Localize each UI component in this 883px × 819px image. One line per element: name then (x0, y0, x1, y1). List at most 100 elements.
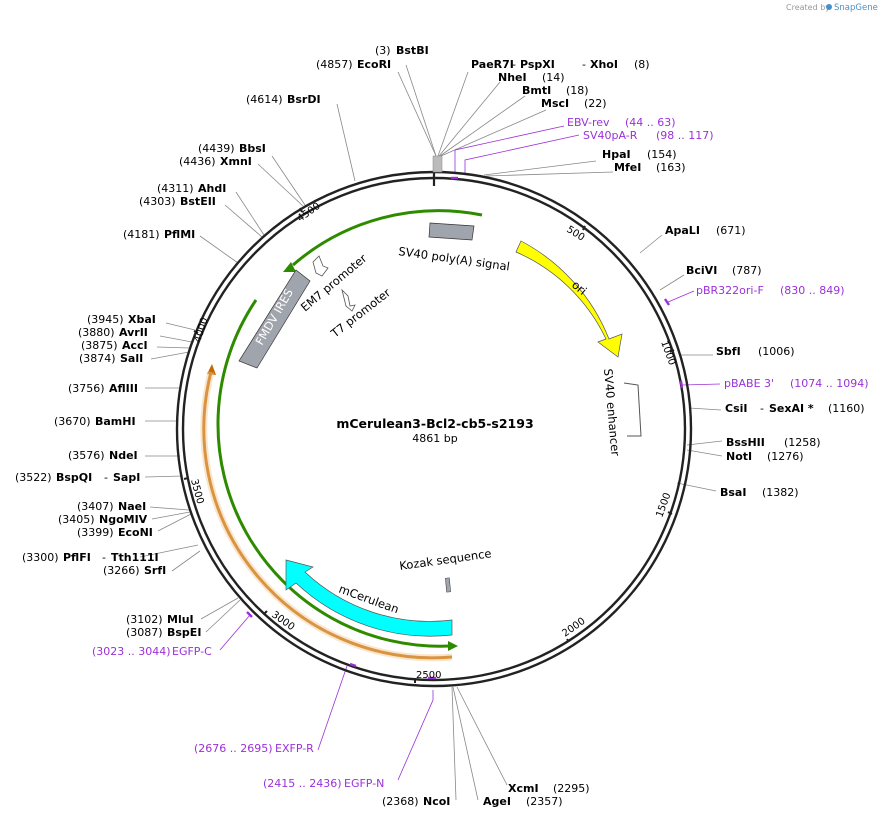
bmti-pos: (18) (566, 84, 589, 97)
bsteii-name: BstEII (180, 195, 216, 208)
ebvrev-name: EBV-rev (567, 116, 610, 129)
tick-2500: 2500 (416, 670, 441, 681)
exfpr-name: EXFP-R (275, 742, 314, 755)
aflii-pos: (3756) (68, 382, 105, 395)
paer7i-name: PaeR7I (471, 58, 514, 71)
bstbi-name: BstBI (396, 44, 429, 57)
kozak-feature (445, 577, 451, 593)
sexai-name: SexAI * (769, 402, 814, 415)
bsai-name: BsaI (720, 486, 746, 499)
xcmi-name: XcmI (508, 782, 539, 795)
csii-pos: (1160) (828, 402, 865, 415)
tick-4000: 4000 (192, 316, 210, 344)
enzyme-leader-lines (139, 64, 723, 801)
bspei-name: BspEI (167, 626, 201, 639)
bsai-pos: (1382) (762, 486, 799, 499)
acci-pos: (3875) (81, 339, 118, 352)
snapgene-logo-icon (826, 4, 832, 10)
apali-pos: (671) (716, 224, 746, 237)
sapi-name: SapI (113, 471, 140, 484)
apali-name: ApaLI (665, 224, 700, 237)
econi-pos: (3399) (77, 526, 114, 539)
bsshii-name: BssHII (726, 436, 765, 449)
ndei-name: NdeI (109, 449, 138, 462)
noti-name: NotI (726, 450, 752, 463)
ncoi-name: NcoI (423, 795, 450, 808)
tth111i-name: Tth111I (111, 551, 159, 564)
bbsi-name: BbsI (239, 142, 266, 155)
green-arc-left (216, 299, 451, 648)
bsshii-pos: (1258) (784, 436, 821, 449)
pflfi-pos: (3300) (22, 551, 59, 564)
xmni-pos: (4436) (179, 155, 216, 168)
msci-name: MscI (541, 97, 569, 110)
bspei-pos: (3087) (126, 626, 163, 639)
ahdi-pos: (4311) (157, 182, 194, 195)
exfpr-range: (2676 .. 2695) (194, 742, 273, 755)
orange-arc-head (207, 364, 216, 375)
sali-pos: (3874) (79, 352, 116, 365)
primer-marks (246, 176, 684, 680)
pspxi-name: PspXI (520, 58, 555, 71)
bbsi-pos: (4439) (198, 142, 235, 155)
sv40-enhancer-label: SV40 enhancer (601, 368, 623, 457)
mfei-name: MfeI (614, 161, 641, 174)
bcivi-name: BciVI (686, 264, 717, 277)
agei-pos: (2357) (526, 795, 563, 808)
t7-promoter-arrow (341, 288, 356, 312)
xbai-name: XbaI (128, 313, 156, 326)
noti-pos: (1276) (767, 450, 804, 463)
pflfi-name: PflFI (63, 551, 91, 564)
ncoi-pos: (2368) (382, 795, 419, 808)
kozak-label: Kozak sequence (398, 546, 492, 573)
sv40-polya-label: SV40 poly(A) signal (398, 244, 511, 273)
bsrdi-name: BsrDI (287, 93, 321, 106)
bamhi-name: BamHI (95, 415, 136, 428)
bspqi-pos: (3522) (15, 471, 52, 484)
sv40par-name: SV40pA-R (583, 129, 638, 142)
hpai-pos: (154) (647, 148, 677, 161)
ahdi-name: AhdI (198, 182, 226, 195)
bmti-name: BmtI (522, 84, 551, 97)
sv40-polya-feature (428, 222, 475, 241)
aflii-name: AflIII (109, 382, 138, 395)
egfpn-range: (2415 .. 2436) (263, 777, 342, 790)
pbabe-range: (1074 .. 1094) (790, 377, 869, 390)
ecori-name: EcoRI (357, 58, 391, 71)
sbfi-pos: (1006) (758, 345, 795, 358)
srfi-pos: (3266) (103, 564, 140, 577)
green-arc-left-head (448, 641, 458, 651)
mcerulean-feature (285, 559, 453, 637)
avrii-name: AvrII (119, 326, 148, 339)
pbr322-name: pBR322ori-F (696, 284, 764, 297)
ebvrev-range: (44 .. 63) (625, 116, 676, 129)
sv40par-range: (98 .. 117) (656, 129, 714, 142)
naei-name: NaeI (118, 500, 146, 513)
t7-label: T7 promoter (327, 285, 393, 341)
pflmi-pos: (4181) (123, 228, 160, 241)
srfi-name: SrfI (144, 564, 166, 577)
orange-arc (202, 371, 453, 660)
hpai-name: HpaI (602, 148, 631, 161)
msci-pos: (22) (584, 97, 607, 110)
sali-name: SalI (120, 352, 143, 365)
xhoi-name: XhoI (590, 58, 618, 71)
tick-marks (183, 207, 675, 683)
ecori-pos: (4857) (316, 58, 353, 71)
fmdv-ires-feature (238, 269, 311, 369)
egfpc-range: (3023 .. 3044) (92, 645, 171, 658)
nhei-pos: (14) (542, 71, 565, 84)
avrii-pos: (3880) (78, 326, 115, 339)
plasmid-size: 4861 bp (412, 432, 457, 445)
paer7i-dash1: - (512, 58, 516, 71)
naei-pos: (3407) (77, 500, 114, 513)
bstbi-pos: (3) (375, 44, 391, 57)
pflmi-name: PflMI (164, 228, 195, 241)
mlui-name: MluI (167, 613, 194, 626)
csii-name: CsiI (725, 402, 747, 415)
paer7i-pos: (8) (634, 58, 650, 71)
agei-name: AgeI (483, 795, 511, 808)
bspqi-dash: - (104, 471, 108, 484)
